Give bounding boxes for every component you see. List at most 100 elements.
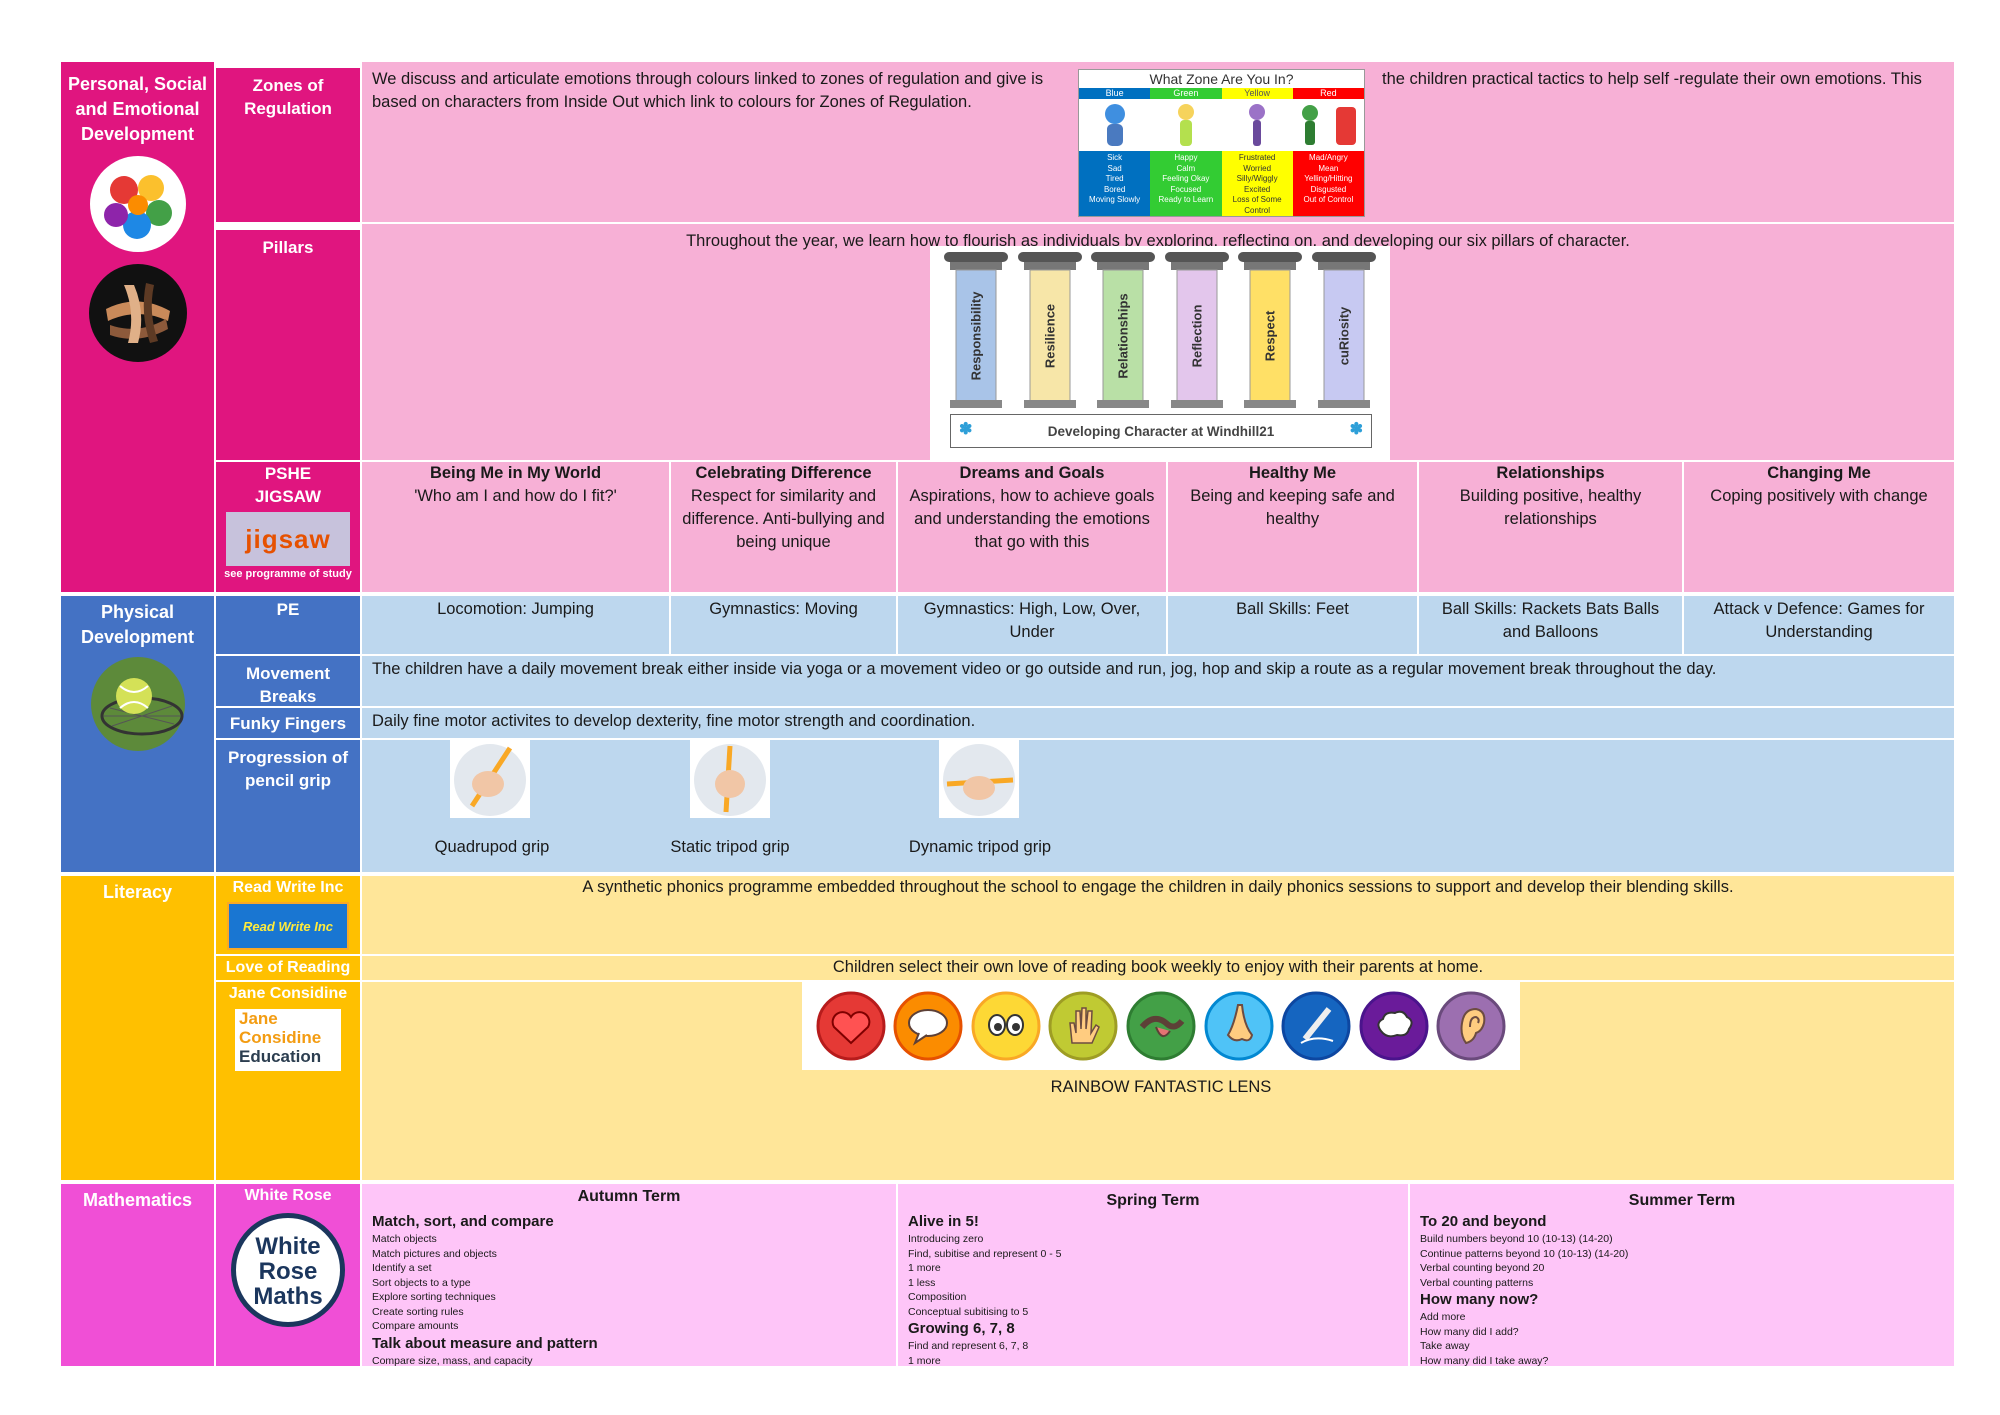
maths-item: Compare size, mass, and capacity	[372, 1354, 533, 1367]
zone-word: Ready to Learn	[1158, 195, 1214, 204]
fantastic-lenses	[802, 982, 1520, 1070]
pillar-respect: Respect	[1236, 248, 1304, 408]
maths-block-heading: Match, sort, and compare	[372, 1213, 554, 1230]
pshe-unit-title: Relationships	[1496, 464, 1605, 482]
maths-block-heading: Growing 6, 7, 8	[908, 1320, 1015, 1337]
jane-label-cell: Jane Considine Jane Considine Education	[216, 982, 360, 1180]
funky-text: Daily fine motor activites to develop de…	[362, 708, 1954, 738]
zone-word: Frustrated	[1238, 153, 1276, 162]
funky-label: Funky Fingers	[216, 708, 360, 738]
rwi-text: A synthetic phonics programme embedded t…	[362, 876, 1954, 954]
pillar-label: Responsibility	[968, 291, 984, 381]
term-title: Spring Term	[1106, 1192, 1200, 1209]
white-rose-logo-line2: Rose	[258, 1258, 318, 1285]
pe-unit-3: Gymnastics: High, Low, Over, Under	[898, 596, 1166, 654]
maths-item: Find and represent 6, 7, 8	[908, 1340, 1029, 1352]
zone-red-name: Red	[1292, 88, 1364, 99]
maths-item: How many did I add?	[1420, 1325, 1519, 1338]
pe-unit-text: Attack v Defence: Games for Understandin…	[1713, 600, 1925, 641]
zone-word: Silly/Wiggly	[1236, 174, 1278, 183]
windhill-logo-icon: ✽	[1349, 421, 1363, 438]
pillar-resilience: Resilience	[1016, 248, 1084, 408]
zone-word: Moving Slowly	[1089, 195, 1141, 204]
fear-character-icon	[1221, 99, 1293, 151]
jigsaw-logo-text: jigsaw	[245, 523, 331, 554]
pshe-unit-title: Dreams and Goals	[959, 464, 1105, 482]
white-rose-logo-line1: White	[255, 1233, 321, 1260]
white-rose-logo-line3: Maths	[253, 1283, 323, 1310]
pshe-unit-desc: Aspirations, how to achieve goals and un…	[909, 487, 1155, 551]
pshe-label-line2: JIGSAW	[254, 487, 322, 506]
maths-item: Continue patterns beyond 10 (10-13) (14-…	[1420, 1247, 1629, 1260]
maths-block-heading: How many now?	[1420, 1291, 1539, 1308]
zone-word: Feeling Okay	[1162, 174, 1210, 183]
zone-word: Sad	[1107, 163, 1122, 173]
section-maths: Mathematics	[61, 1184, 214, 1366]
maths-item: 1 more	[908, 1354, 941, 1367]
tongue-icon	[1126, 991, 1196, 1061]
pillars-banner-text: Developing Character at Windhill21	[1047, 423, 1275, 439]
jane-cell: RAINBOW FANTASTIC LENS	[362, 982, 1954, 1180]
section-pse: Personal, Social and Emotional Developme…	[61, 62, 214, 592]
pen-icon	[1281, 991, 1351, 1061]
pshe-unit-title: Celebrating Difference	[695, 464, 872, 482]
pillar-curiosity: cuRiosity	[1310, 248, 1378, 408]
zones-chart-title: What Zone Are You In?	[1149, 71, 1294, 87]
maths-item: How many did I take away?	[1420, 1354, 1549, 1367]
section-maths-title: Mathematics	[82, 1190, 193, 1210]
movement-text: The children have a daily movement break…	[362, 656, 1954, 706]
maths-item: 1 more	[908, 1262, 941, 1274]
maths-block-heading: Talk about measure and pattern	[372, 1334, 598, 1352]
maths-item: Verbal counting beyond 20	[1420, 1262, 1545, 1274]
pshe-unit-desc: 'Who am I and how do I fit?'	[414, 487, 617, 505]
zone-word: Happy	[1174, 153, 1198, 162]
pillar-reflection: Reflection	[1163, 248, 1231, 408]
jane-logo-line2: Considine	[239, 1028, 322, 1047]
maths-item: Sort objects to a type	[372, 1276, 471, 1289]
movement-label: Movement Breaks	[216, 656, 360, 706]
zone-word: Yelling/Hitting	[1304, 174, 1353, 183]
static-tripod-grip-image	[690, 740, 770, 818]
pe-unit-text: Locomotion: Jumping	[437, 600, 594, 618]
nose-icon	[1204, 991, 1273, 1061]
maths-item: Composition	[908, 1291, 967, 1303]
pillar-relationships: Relationships	[1089, 248, 1157, 408]
pillars-graphic: Responsibility Resilience Relationships …	[930, 246, 1390, 472]
joy-character-icon	[1150, 99, 1222, 151]
rwi-logo-text: Read Write Inc	[242, 918, 334, 934]
zone-word: Bored	[1103, 184, 1126, 194]
eyes-icon	[971, 991, 1041, 1061]
zone-word: Mad/Angry	[1309, 153, 1348, 162]
pillars-cell: Throughout the year, we learn how to flo…	[362, 224, 1954, 472]
maths-term-summer: Summer Term To 20 and beyond Build numbe…	[1410, 1184, 1954, 1367]
maths-item: Add more	[1420, 1311, 1466, 1323]
zone-word: Calm	[1176, 163, 1196, 173]
jane-label: Jane Considine	[228, 985, 348, 1002]
maths-item: Explore sorting techniques	[372, 1291, 496, 1303]
pillar-label: Relationships	[1115, 293, 1131, 379]
joined-hands-icon	[88, 263, 188, 363]
zone-yellow: Yellow Frustrated Worried Silly/Wiggly E…	[1221, 88, 1293, 216]
pillars-text: Throughout the year, we learn how to flo…	[686, 232, 1630, 250]
maths-item: Build numbers beyond 10 (10-13) (14-20)	[1420, 1233, 1613, 1245]
maths-item: Verbal counting patterns	[1420, 1276, 1534, 1289]
maths-term-spring: Spring Term Alive in 5! Introducing zero…	[898, 1184, 1408, 1367]
maths-item: Compare amounts	[372, 1320, 459, 1332]
section-literacy-title: Literacy	[102, 882, 173, 902]
quadrupod-grip-image	[450, 740, 530, 818]
zone-word: Excited	[1244, 184, 1271, 194]
pe-unit-text: Gymnastics: Moving	[709, 600, 858, 618]
speech-bubble-icon	[893, 991, 963, 1061]
pe-unit-text: Gymnastics: High, Low, Over, Under	[923, 600, 1141, 641]
thought-cloud-icon	[1359, 991, 1429, 1061]
pe-unit-text: Ball Skills: Rackets Bats Balls and Ball…	[1441, 600, 1660, 641]
pillar-label: Reflection	[1189, 304, 1205, 368]
pillars-label: Pillars	[216, 230, 360, 460]
pshe-label-line1: PSHE	[264, 464, 312, 483]
maths-item: Conceptual subitising to 5	[908, 1305, 1029, 1318]
zones-cell: We discuss and articulate emotions throu…	[362, 62, 1954, 222]
tennis-ball-icon	[90, 656, 186, 752]
pe-unit-1: Locomotion: Jumping	[362, 596, 669, 654]
